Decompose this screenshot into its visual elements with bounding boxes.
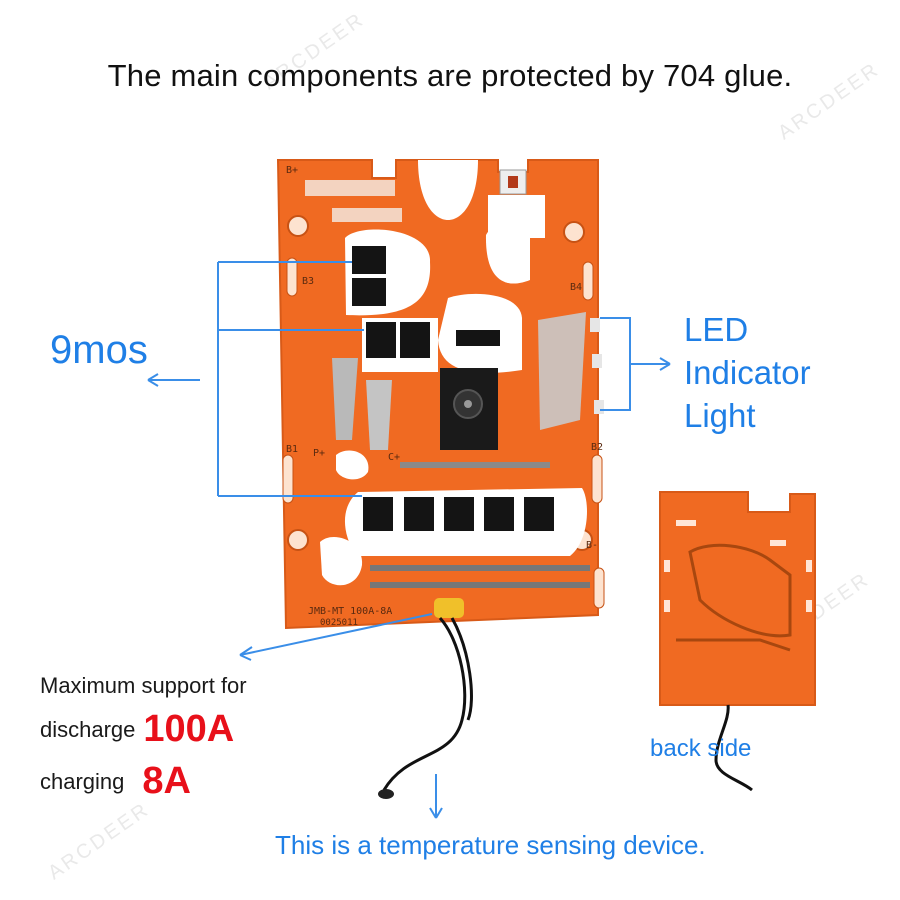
- mos-bracket: [147, 261, 364, 497]
- pad-p-plus: P+: [313, 448, 326, 459]
- led-label-line2: Indicator: [684, 354, 811, 391]
- pad-b3: B3: [302, 276, 315, 287]
- board-serial-label: 0025011: [320, 618, 358, 628]
- board-model-label: JMB-MT 100A-8A: [308, 606, 393, 617]
- temperature-label: This is a temperature sensing device.: [275, 830, 706, 860]
- led-label-line3: Light: [684, 397, 756, 434]
- temp-arrow: [429, 774, 443, 819]
- temperature-sensor: [378, 598, 473, 799]
- spec-arrow: [239, 613, 433, 661]
- discharge-label: discharge: [40, 717, 136, 742]
- charging-label: charging: [40, 769, 125, 794]
- mos-label: 9mos: [50, 328, 148, 372]
- led-label: LED Indicator Light: [684, 308, 811, 437]
- spec-heading: Maximum support for: [40, 673, 247, 698]
- pad-b4: B4: [570, 282, 583, 293]
- headline: The main components are protected by 704…: [107, 58, 793, 93]
- pcb-back: [659, 491, 816, 792]
- pad-b-plus: B+: [286, 165, 299, 176]
- discharge-value: 100A: [143, 708, 235, 750]
- pcb-front: [276, 159, 605, 630]
- charging-value: 8A: [142, 760, 191, 802]
- spec-charging: charging 8A: [40, 760, 191, 803]
- pad-b-minus: B-: [586, 540, 599, 551]
- back-side-label: back side: [650, 735, 752, 762]
- led-label-line1: LED: [684, 311, 749, 348]
- spec-discharge: discharge 100A: [40, 708, 234, 751]
- pad-c-plus: C+: [388, 452, 401, 463]
- pad-b1: B1: [286, 444, 299, 455]
- pad-b2: B2: [591, 442, 604, 453]
- led-bracket: [600, 317, 671, 411]
